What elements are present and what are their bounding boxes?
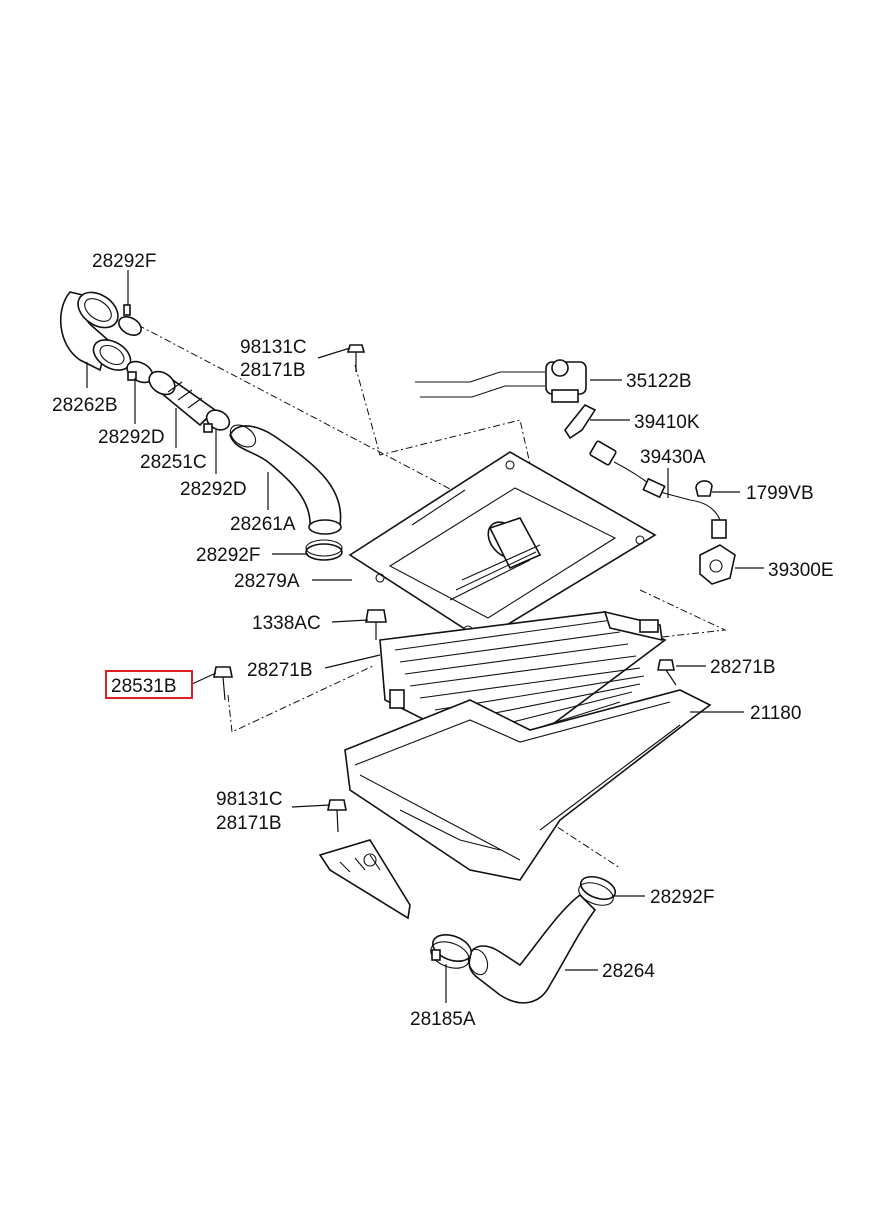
- label-28279A[interactable]: 28279A: [234, 571, 300, 592]
- label-39410K[interactable]: 39410K: [634, 412, 700, 433]
- label-28262B[interactable]: 28262B: [52, 395, 118, 416]
- label-28271B-left[interactable]: 28271B: [247, 660, 313, 681]
- label-28171B-top[interactable]: 28171B: [240, 360, 306, 381]
- clamp-28185A[interactable]: [427, 930, 475, 973]
- bolt-1338AC[interactable]: [365, 609, 387, 640]
- bolt-98131C-bot[interactable]: [327, 799, 347, 833]
- label-28251C[interactable]: 28251C: [140, 452, 207, 473]
- bolt-28271B-right[interactable]: [657, 659, 677, 686]
- clamp-28292D-b[interactable]: [203, 406, 233, 434]
- clamp-28292F-mid[interactable]: [305, 539, 343, 561]
- bolt-28531B[interactable]: [213, 666, 233, 701]
- label-28292D-a[interactable]: 28292D: [98, 427, 165, 448]
- label-21180[interactable]: 21180: [750, 703, 801, 724]
- label-1799VB[interactable]: 1799VB: [746, 483, 814, 504]
- harness-39430A[interactable]: [589, 440, 721, 521]
- part-labels: 28292F 28262B 28292D 28251C 28292D 28261…: [52, 251, 834, 1030]
- clamp-28292F-bot[interactable]: [576, 872, 619, 909]
- label-35122B[interactable]: 35122B: [626, 371, 692, 392]
- label-28292D-b[interactable]: 28292D: [180, 479, 247, 500]
- label-28264[interactable]: 28264: [602, 961, 655, 982]
- label-28185A[interactable]: 28185A: [410, 1009, 476, 1030]
- highlight-box-28531B: [105, 670, 193, 699]
- clip-1799VB[interactable]: [695, 480, 713, 497]
- assembly-lines: [137, 324, 727, 869]
- label-98131C-bot[interactable]: 98131C: [216, 789, 283, 810]
- leader-lines: [86, 270, 764, 1003]
- hose-28251C[interactable]: [145, 367, 217, 427]
- label-28292F-top[interactable]: 28292F: [92, 251, 156, 272]
- sensor-35122B[interactable]: [415, 359, 587, 403]
- label-28292F-mid[interactable]: 28292F: [196, 545, 260, 566]
- bolt-98131C-top[interactable]: [346, 344, 366, 372]
- bracket-39410K[interactable]: [564, 403, 597, 440]
- label-39300E[interactable]: 39300E: [768, 560, 834, 581]
- label-28261A[interactable]: 28261A: [230, 514, 296, 535]
- hose-28264[interactable]: [465, 893, 597, 1004]
- hose-28262B[interactable]: [59, 285, 136, 376]
- cover-28279A[interactable]: [348, 451, 657, 641]
- label-28292F-bot[interactable]: 28292F: [650, 887, 714, 908]
- label-28271B-right[interactable]: 28271B: [710, 657, 776, 678]
- label-28531B[interactable]: 28531B: [111, 676, 177, 697]
- bracket-21180[interactable]: [318, 689, 712, 920]
- hose-28261A[interactable]: [226, 421, 342, 535]
- label-28171B-bot[interactable]: 28171B: [216, 813, 282, 834]
- clamp-28292F-top[interactable]: [116, 304, 145, 339]
- label-39430A[interactable]: 39430A: [640, 447, 706, 468]
- label-1338AC[interactable]: 1338AC: [252, 613, 321, 634]
- sensor-39300E[interactable]: [699, 519, 736, 585]
- label-98131C-top[interactable]: 98131C: [240, 337, 307, 358]
